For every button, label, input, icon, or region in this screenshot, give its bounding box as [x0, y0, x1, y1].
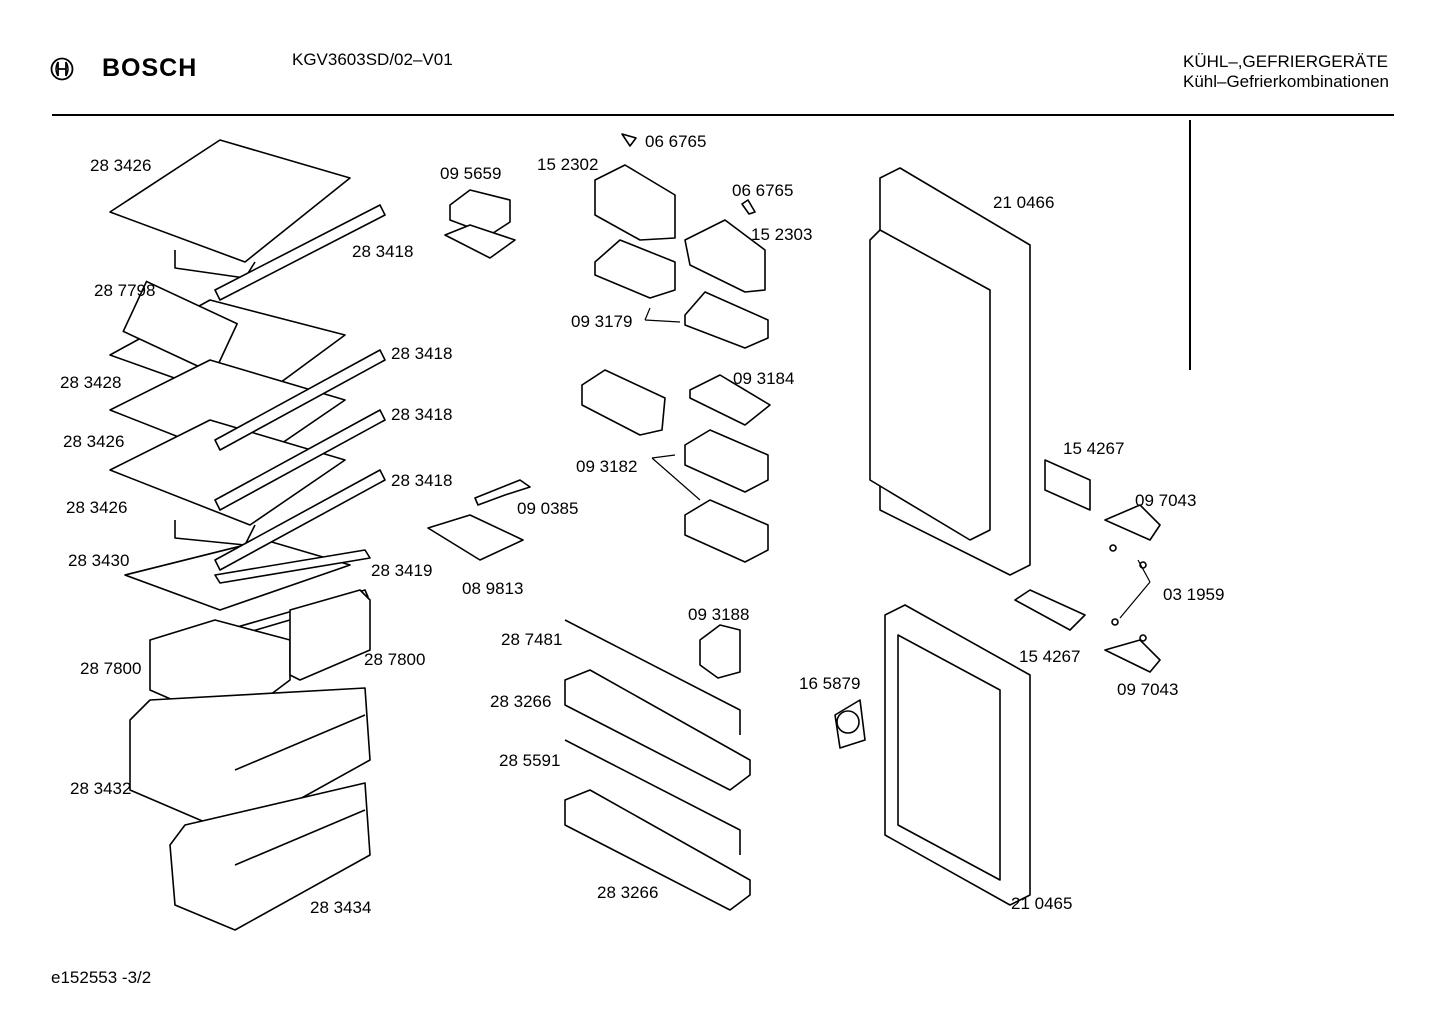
part-label: 28 7800 [80, 659, 142, 678]
door-bin-2 [684, 429, 769, 493]
screw-icon [621, 133, 637, 147]
part-label: 28 3426 [63, 432, 125, 451]
brand-name: BOSCH [102, 54, 198, 82]
part-label: 09 3179 [571, 312, 633, 331]
part-label: 28 3418 [391, 471, 453, 490]
screw-icon-2 [741, 199, 756, 215]
part-label: 15 4267 [1019, 647, 1081, 666]
shelf-trim-1 [214, 204, 386, 301]
door-bin-1 [581, 369, 666, 436]
part-label: 06 6765 [645, 132, 707, 151]
part-label: 28 5591 [499, 751, 561, 770]
part-label: 15 4267 [1063, 439, 1125, 458]
part-label: 28 3418 [391, 405, 453, 424]
category-title: KÜHL–,GEFRIERGERÄTE [1183, 52, 1388, 71]
part-label: 06 6765 [732, 181, 794, 200]
door-bin-3 [684, 499, 769, 563]
part-label: 28 3434 [310, 898, 372, 917]
freezer-drawer-lower [169, 782, 371, 931]
shelf-trim-3 [214, 409, 386, 511]
shelf-insert-frame [122, 280, 238, 375]
temp-indicator [699, 624, 741, 679]
part-label: 21 0465 [1011, 894, 1073, 913]
part-label: 09 3184 [733, 369, 795, 388]
bottle-shelf-2 [564, 789, 751, 911]
shelf-trim-4 [214, 469, 386, 571]
part-label: 28 7798 [94, 281, 156, 300]
freezer-drawer-upper [129, 687, 371, 836]
hinge-cover-upper [1044, 459, 1091, 511]
part-label: 28 3430 [68, 551, 130, 570]
part-label: 28 3426 [66, 498, 128, 517]
egg-tray [689, 374, 771, 426]
part-label: 28 3266 [490, 692, 552, 711]
part-label: 28 7481 [501, 630, 563, 649]
part-label: 09 7043 [1117, 680, 1179, 699]
part-label: 16 5879 [799, 674, 861, 693]
part-label: 08 9813 [462, 579, 524, 598]
part-label: 28 3419 [371, 561, 433, 580]
part-label: 28 7800 [364, 650, 426, 669]
category-subtitle: Kühl–Gefrierkombinationen [1182, 72, 1389, 91]
glass-shelf-4 [109, 419, 346, 546]
part-label: 21 0466 [993, 193, 1055, 212]
hinge-upper [1104, 504, 1161, 541]
part-label: 15 2302 [537, 155, 599, 174]
page-header: BOSCH KGV3603SD/02–V01 KÜHL–,GEFRIERGERÄ… [0, 0, 1442, 120]
part-label: 09 3182 [576, 457, 638, 476]
ice-box-frame [444, 224, 516, 259]
part-label: 28 3418 [352, 242, 414, 261]
bottle-retainer-1 [564, 619, 741, 735]
shelf-trim-2 [214, 349, 386, 451]
glass-shelf-top [109, 139, 351, 279]
hinge-cover-lower [1014, 589, 1086, 631]
ice-box-lid [449, 189, 511, 236]
ice-cube-tray [427, 514, 524, 561]
ice-scraper [474, 479, 531, 506]
header-divider [52, 114, 1394, 116]
part-label: 28 3418 [391, 344, 453, 363]
bottle-shelf-1 [564, 669, 751, 791]
part-label: 09 7043 [1135, 491, 1197, 510]
model-number: KGV3603SD/02–V01 [292, 50, 453, 69]
crisper-drawer-right [289, 589, 371, 681]
part-label: 09 3188 [688, 605, 750, 624]
part-label: 15 2303 [751, 225, 813, 244]
shelf-trim-5 [214, 549, 371, 584]
door-flap-upper [594, 164, 676, 241]
hinge-lower [1104, 639, 1161, 673]
part-label: 28 3428 [60, 373, 122, 392]
vertical-divider [1189, 120, 1191, 370]
bosch-logo-icon [50, 57, 74, 81]
bottle-retainer-2 [564, 739, 741, 855]
document-id: e152553 -3/2 [51, 968, 152, 987]
part-label: 09 5659 [440, 164, 502, 183]
part-label: 28 3426 [90, 156, 152, 175]
butter-tray-1 [594, 239, 676, 299]
part-label: 28 3432 [70, 779, 132, 798]
door-flap-lower [684, 219, 766, 293]
butter-tray-2 [684, 291, 769, 349]
part-label: 09 0385 [517, 499, 579, 518]
part-label: 03 1959 [1163, 585, 1225, 604]
part-label: 28 3266 [597, 883, 659, 902]
